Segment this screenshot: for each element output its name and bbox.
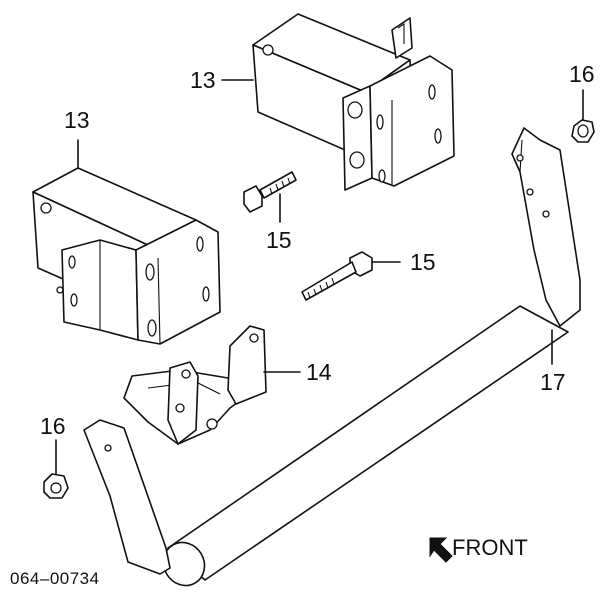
- nut-right-part: [571, 119, 595, 143]
- callout-16-right: 16: [569, 61, 595, 87]
- upper-bracket-part: [252, 13, 455, 191]
- leader-lines: [55, 79, 584, 475]
- callout-13-lower: 13: [64, 107, 90, 133]
- crossmember-part: [83, 127, 581, 587]
- lower-bracket-part: [32, 167, 221, 345]
- diagram-code: 064–00734: [10, 569, 100, 588]
- front-label: FRONT: [452, 535, 528, 560]
- long-bolt-part: [301, 251, 373, 301]
- callout-13-upper: 13: [190, 67, 216, 93]
- mount-bracket-part: [123, 325, 267, 445]
- front-arrow-icon: [429, 537, 453, 563]
- callout-17: 17: [540, 369, 566, 395]
- callout-16-left: 16: [40, 413, 66, 439]
- callout-14: 14: [306, 359, 332, 385]
- callout-15-lower: 15: [410, 249, 436, 275]
- front-indicator: FRONT: [429, 535, 528, 563]
- short-bolt-part: [243, 171, 297, 213]
- nut-left-part: [43, 473, 69, 499]
- callout-15-upper: 15: [266, 227, 292, 253]
